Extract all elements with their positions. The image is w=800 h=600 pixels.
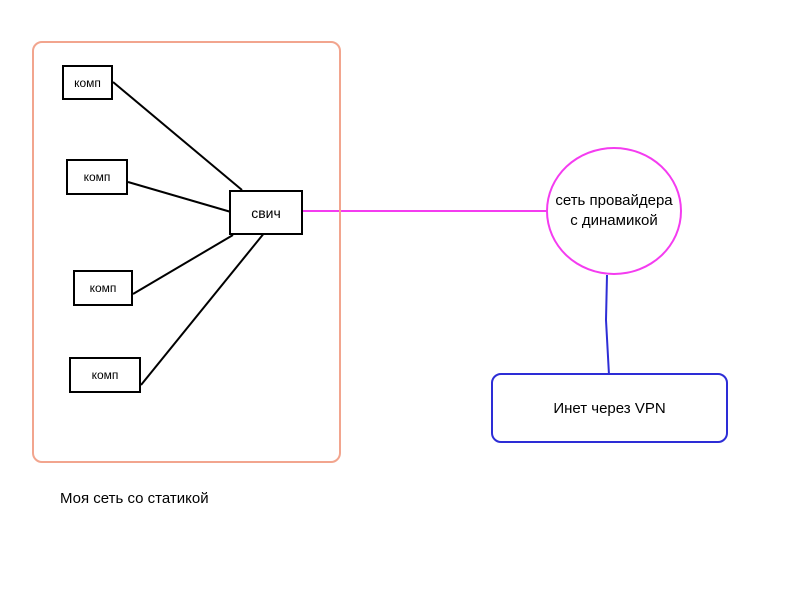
local-network-frame xyxy=(32,41,341,463)
provider-label-line2: с динамикой xyxy=(570,212,658,229)
provider-label-line1: сеть провайдера xyxy=(555,192,673,209)
local-network-caption: Моя сеть со статикой xyxy=(60,490,209,507)
computer-node: комп xyxy=(73,270,133,306)
computer-node: комп xyxy=(66,159,128,195)
link-pc2-switch xyxy=(127,181,232,213)
computer-label: комп xyxy=(74,75,101,90)
computer-label: комп xyxy=(89,281,117,295)
computer-label: комп xyxy=(83,170,111,184)
computer-node: комп xyxy=(62,65,113,100)
provider-network-node: сеть провайдера с динамикой xyxy=(546,147,682,275)
link-pc3-switch xyxy=(132,234,234,295)
computer-label: комп xyxy=(91,368,119,382)
vpn-internet-node: Инет через VPN xyxy=(491,373,728,443)
vpn-label: Инет через VPN xyxy=(553,399,666,417)
link-provider-vpn xyxy=(604,274,610,376)
computer-node: комп xyxy=(69,357,141,393)
link-pc1-switch xyxy=(112,81,243,191)
provider-label: сеть провайдера с динамикой xyxy=(555,191,672,231)
switch-label: свич xyxy=(251,204,281,221)
link-pc4-switch xyxy=(140,231,266,386)
switch-node: свич xyxy=(229,190,303,235)
